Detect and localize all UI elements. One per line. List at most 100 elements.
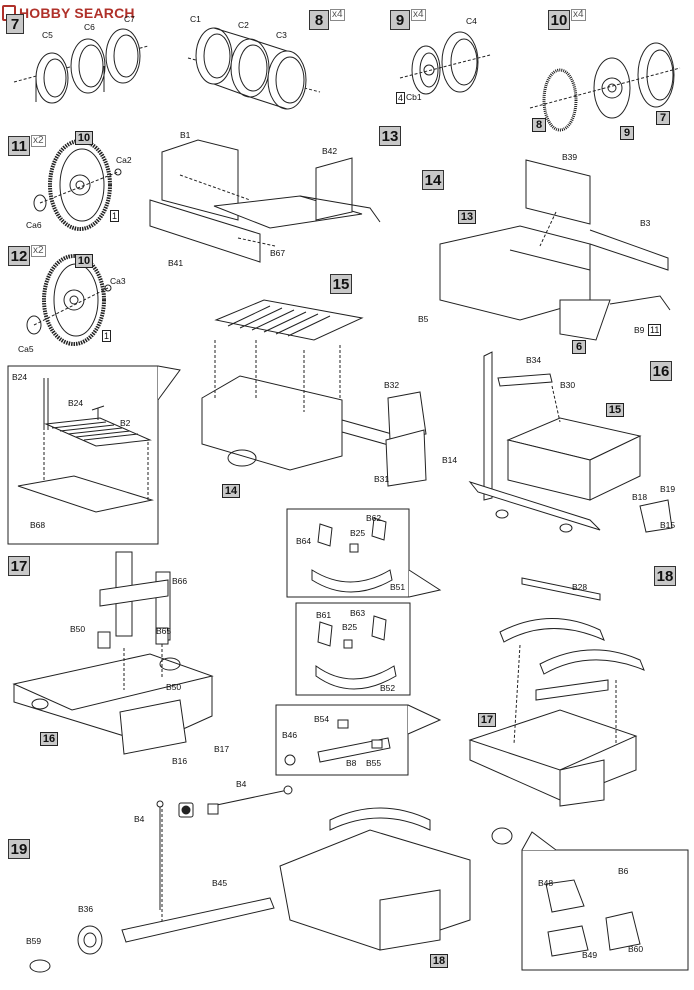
part-B42: B42 xyxy=(322,146,338,156)
part-B3: B3 xyxy=(640,218,651,228)
part-B32: B32 xyxy=(384,380,400,390)
ref-8: 8 xyxy=(532,118,546,132)
part-B61: B61 xyxy=(316,610,332,620)
step-9: 9 xyxy=(390,10,410,30)
step-17: 17 xyxy=(8,556,30,576)
step-19: 19 xyxy=(8,839,30,859)
ref-6: 6 xyxy=(572,340,586,354)
part-B16: B16 xyxy=(172,756,188,766)
ref-18: 18 xyxy=(430,954,448,968)
part-B17: B17 xyxy=(214,744,230,754)
part-B28: B28 xyxy=(572,582,588,592)
step10-wheel xyxy=(529,42,681,132)
step-10: 10 xyxy=(548,10,570,30)
step15-tub xyxy=(201,299,427,487)
part-B55: B55 xyxy=(366,758,382,768)
spring-inset-2 xyxy=(295,602,411,696)
step-16: 16 xyxy=(650,361,672,381)
ref-1-b: 1 xyxy=(102,330,112,342)
ref-4: 4 xyxy=(396,92,406,104)
step-13: 13 xyxy=(379,126,401,146)
ref-1-a: 1 xyxy=(110,210,120,222)
part-B9: B9 xyxy=(634,325,645,335)
part-Ca3: Ca3 xyxy=(110,276,126,286)
ref-9: 9 xyxy=(620,126,634,140)
part-C7: C7 xyxy=(124,14,135,24)
part-B19: B19 xyxy=(660,484,676,494)
step8-rings xyxy=(187,27,321,110)
step9-wheel xyxy=(399,31,491,95)
step16-chassis xyxy=(468,351,673,533)
part-B34: B34 xyxy=(526,355,542,365)
ref-10-a: 10 xyxy=(75,131,93,145)
part-B8: B8 xyxy=(346,758,357,768)
part-C3: C3 xyxy=(276,30,287,40)
part-C1: C1 xyxy=(190,14,201,24)
step-11: 11 xyxy=(8,136,30,156)
part-Ca6: Ca6 xyxy=(26,220,42,230)
ref-11: 11 xyxy=(648,324,662,336)
part-B66: B66 xyxy=(172,576,188,586)
step-9-mult: x4 xyxy=(411,9,426,21)
part-B39: B39 xyxy=(562,152,578,162)
step-12-mult: x2 xyxy=(31,245,46,257)
step7-rings xyxy=(13,28,149,104)
part-B60: B60 xyxy=(628,944,644,954)
part-B2: B2 xyxy=(120,418,131,428)
part-B62: B62 xyxy=(366,513,382,523)
part-B25-b: B25 xyxy=(342,622,358,632)
part-B18: B18 xyxy=(632,492,648,502)
watermark-text: HOBBY SEARCH xyxy=(19,5,135,21)
step-18: 18 xyxy=(654,566,676,586)
part-B68: B68 xyxy=(30,520,46,530)
step-8: 8 xyxy=(309,10,329,30)
step11-wheel xyxy=(33,139,122,231)
part-B6: B6 xyxy=(618,866,629,876)
step12-wheel xyxy=(26,254,112,346)
part-C5: C5 xyxy=(42,30,53,40)
part-Ca5: Ca5 xyxy=(18,344,34,354)
step-8-mult: x4 xyxy=(330,9,345,21)
step-12: 12 xyxy=(8,246,30,266)
part-B50-b: B50 xyxy=(166,682,182,692)
step13-chassis xyxy=(149,139,381,263)
spring-inset-1 xyxy=(286,508,442,598)
part-Ca2: Ca2 xyxy=(116,155,132,165)
part-B46: B46 xyxy=(282,730,298,740)
step-10-mult: x4 xyxy=(571,9,586,21)
part-B4-a: B4 xyxy=(236,779,247,789)
part-B63: B63 xyxy=(350,608,366,618)
part-B25-a: B25 xyxy=(350,528,366,538)
part-B41: B41 xyxy=(168,258,184,268)
part-B4-b: B4 xyxy=(134,814,145,824)
part-C4: C4 xyxy=(466,16,477,26)
part-B50-a: B50 xyxy=(70,624,86,634)
step-11-mult: x2 xyxy=(31,135,46,147)
part-B14: B14 xyxy=(442,455,458,465)
step18-chassis xyxy=(468,577,645,807)
step19-assembly xyxy=(29,785,689,973)
ref-10-b: 10 xyxy=(75,254,93,268)
ref-14: 14 xyxy=(222,484,240,498)
axle-inset xyxy=(275,704,442,776)
part-B45: B45 xyxy=(212,878,228,888)
part-B1: B1 xyxy=(180,130,191,140)
part-B64: B64 xyxy=(296,536,312,546)
part-C6: C6 xyxy=(84,22,95,32)
ref-13: 13 xyxy=(458,210,476,224)
part-Cb1: Cb1 xyxy=(406,92,422,102)
part-B24-a: B24 xyxy=(12,372,28,382)
part-B52: B52 xyxy=(380,683,396,693)
part-B24-b: B24 xyxy=(68,398,84,408)
part-B67: B67 xyxy=(270,248,286,258)
step14-chassis xyxy=(439,159,671,341)
ref-16: 16 xyxy=(40,732,58,746)
part-B59: B59 xyxy=(26,936,42,946)
part-B65: B65 xyxy=(156,626,172,636)
part-B30: B30 xyxy=(560,380,576,390)
part-B31: B31 xyxy=(374,474,390,484)
part-B49: B49 xyxy=(582,950,598,960)
step-14: 14 xyxy=(422,170,444,190)
ref-15: 15 xyxy=(606,403,624,417)
